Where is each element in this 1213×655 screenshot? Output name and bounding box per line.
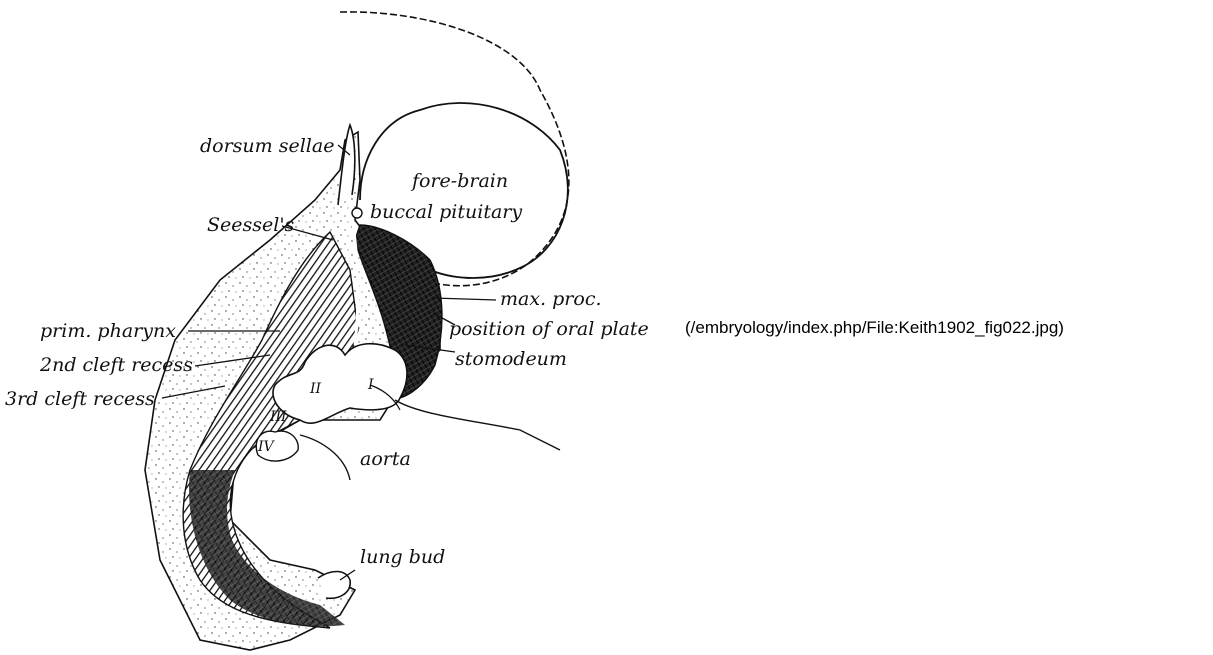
label-aorta: aorta bbox=[360, 450, 411, 469]
label-stomodeum: stomodeum bbox=[455, 350, 567, 369]
oral-outline bbox=[395, 400, 560, 450]
label-fore-brain: fore-brain bbox=[412, 172, 508, 191]
label-max-proc: max. proc. bbox=[500, 290, 602, 309]
label-2nd-cleft-recess: 2nd cleft recess bbox=[40, 356, 193, 375]
buccal-pituitary-pouch bbox=[352, 208, 362, 218]
arch-numeral-1: I bbox=[368, 378, 374, 392]
aorta-outline bbox=[300, 435, 350, 480]
file-page-link[interactable]: (/embryology/index.php/File:Keith1902_fi… bbox=[685, 318, 1064, 338]
label-dorsum-sellae: dorsum sellae bbox=[200, 137, 334, 156]
label-prim-pharynx: prim. pharynx bbox=[40, 322, 176, 341]
label-lung-bud: lung bud bbox=[360, 548, 445, 567]
label-buccal-pituitary: buccal pituitary bbox=[370, 203, 522, 222]
arch-numeral-3: III bbox=[270, 410, 287, 424]
label-position-of-oral-plate: position of oral plate bbox=[449, 320, 649, 339]
embryo-pharynx-figure: dorsum sellae fore-brain buccal pituitar… bbox=[0, 0, 680, 655]
arch-numeral-2: II bbox=[310, 382, 321, 396]
label-seessels: Seessel's bbox=[207, 216, 294, 235]
label-3rd-cleft-recess: 3rd cleft recess bbox=[5, 390, 155, 409]
arch-numeral-4: IV bbox=[258, 440, 274, 454]
